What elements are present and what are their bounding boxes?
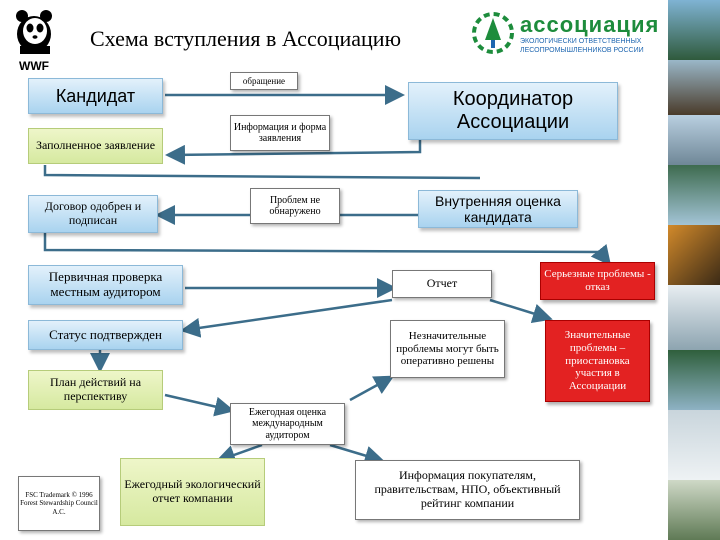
photo-horse bbox=[668, 60, 720, 115]
arrow-report-significant bbox=[489, 298, 553, 324]
node-status-confirmed: Статус подтвержден bbox=[28, 320, 183, 350]
photo-lake bbox=[668, 350, 720, 410]
label-info-form: Информация и форма заявления bbox=[230, 115, 330, 151]
arrow-coordinator-application bbox=[165, 140, 422, 165]
page-title: Схема вступления в Ассоциацию bbox=[90, 26, 402, 51]
node-information: Информация покупателям, правительствам, … bbox=[355, 460, 580, 520]
node-filled-application: Заполненное заявление bbox=[28, 128, 163, 164]
association-subtitle-2: ЛЕСОПРОМЫШЛЕННИКОВ РОССИИ bbox=[520, 47, 644, 54]
arrow-annual-report bbox=[215, 443, 263, 465]
arrow-annual-minor bbox=[349, 375, 395, 402]
wwf-logo-text: WWF bbox=[19, 59, 49, 73]
photo-tiger bbox=[668, 225, 720, 285]
node-annual-international: Ежегодная оценка международным аудитором bbox=[230, 403, 345, 445]
photo-birch bbox=[668, 480, 720, 540]
node-minor-problems: Незначительные проблемы могут быть опера… bbox=[390, 320, 505, 378]
node-internal-assessment: Внутренняя оценка кандидата bbox=[418, 190, 578, 228]
photo-snow-forest bbox=[668, 285, 720, 350]
node-contract-signed: Договор одобрен и подписан bbox=[28, 195, 158, 233]
photo-forest bbox=[668, 0, 720, 60]
photo-mountains bbox=[668, 115, 720, 165]
node-annual-report: Ежегодный экологический отчет компании bbox=[120, 458, 265, 526]
panda-icon bbox=[16, 10, 52, 54]
arrow-plan-annual bbox=[164, 393, 235, 417]
node-serious-refusal: Серьезные проблемы - отказ bbox=[540, 262, 655, 300]
node-primary-check: Первичная проверка местным аудитором bbox=[28, 265, 183, 305]
arrow-annual-info bbox=[329, 443, 385, 466]
tree-logo-icon bbox=[472, 12, 514, 54]
photo-river bbox=[668, 165, 720, 225]
node-significant-problems: Значительные проблемы – приостановка уча… bbox=[545, 320, 650, 402]
label-appeal: обращение bbox=[230, 72, 298, 90]
label-no-problems: Проблем не обнаружено bbox=[250, 188, 340, 224]
association-subtitle-1: ЭКОЛОГИЧЕСКИ ОТВЕТСТВЕННЫХ bbox=[520, 38, 642, 45]
arrow-contract-primary bbox=[43, 232, 612, 266]
association-name: ассоциация bbox=[520, 12, 660, 37]
fsc-trademark-note: FSC Trademark © 1996 Forest Stewardship … bbox=[18, 476, 100, 531]
node-coordinator: Координатор Ассоциации bbox=[408, 82, 618, 140]
photo-strip bbox=[668, 0, 720, 540]
photo-crane bbox=[668, 410, 720, 480]
node-action-plan: План действий на перспективу bbox=[28, 370, 163, 410]
association-logo: ассоциация ЭКОЛОГИЧЕСКИ ОТВЕТСТВЕННЫХ ЛЕ… bbox=[470, 10, 666, 60]
wwf-logo: WWF bbox=[6, 6, 62, 73]
node-report: Отчет bbox=[392, 270, 492, 298]
node-candidate: Кандидат bbox=[28, 78, 163, 114]
arrow-report-status bbox=[180, 298, 393, 338]
arrow-application-assessment bbox=[43, 165, 481, 180]
